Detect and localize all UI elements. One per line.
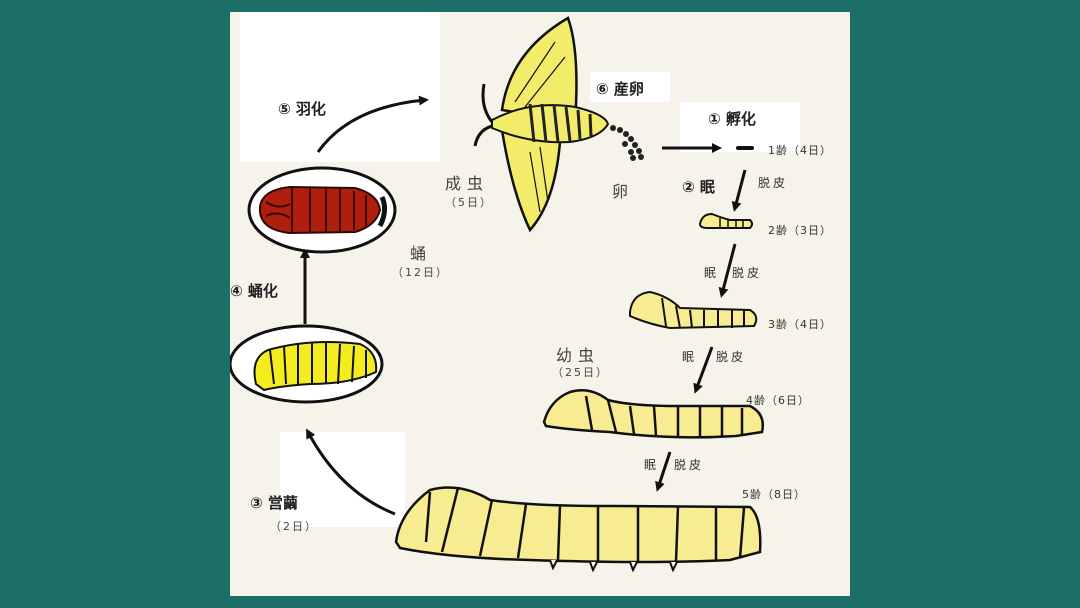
molt-3-sleep-label: 眠	[682, 350, 698, 364]
stage-larva-duration: （25日）	[552, 366, 609, 379]
instar-5-label: 5齢（8日）	[742, 488, 806, 501]
lifecycle-illustration	[230, 16, 764, 573]
instar-3-label: 3齢（4日）	[768, 318, 832, 331]
stage-egg-label: 卵	[612, 182, 635, 201]
cocooning-duration: （2日）	[270, 520, 318, 533]
label-background	[680, 102, 800, 152]
arrow-molt-1	[731, 169, 747, 212]
step-oviposition-label: ⑥ 産卵	[596, 80, 644, 98]
arrow-molt-3	[693, 346, 714, 394]
step-sleep-label: ② 眠	[682, 178, 715, 196]
step-pupation-label: ④ 蛹化	[230, 282, 278, 300]
instar-4-larva	[542, 389, 764, 439]
stage-pupa-label: 蛹	[410, 244, 433, 263]
step-hatching-label: ① 孵化	[708, 110, 756, 128]
adult-moth	[473, 16, 610, 233]
molt-1-label: 脱皮	[758, 176, 789, 190]
pupa-cocoon	[247, 166, 397, 254]
molt-2-label: 脱皮	[732, 266, 763, 280]
instar-4-label: 4齢（6日）	[746, 394, 810, 407]
silkworm-lifecycle-diagram: ⑤ 羽化 ⑥ 産卵 ① 孵化 ② 眠 ④ 蛹化 ③ 営繭 成虫 （5日） 卵 蛹…	[230, 12, 850, 596]
stage-adult-label: 成虫	[445, 174, 490, 193]
instar-3-larva	[629, 290, 758, 330]
arrow-molt-2	[718, 243, 737, 298]
instar-2-label: 2齢（3日）	[768, 224, 832, 237]
eggs	[610, 125, 644, 161]
step-cocooning-label: ③ 営繭	[250, 494, 298, 512]
stage-pupa-duration: （12日）	[392, 266, 449, 279]
label-background	[240, 12, 440, 162]
instar-5-larva	[394, 486, 762, 573]
arrow-emergence	[316, 95, 429, 153]
step-emergence-label: ⑤ 羽化	[278, 100, 326, 118]
stage-adult-duration: （5日）	[445, 196, 493, 209]
larva-cocoon	[230, 324, 384, 404]
molt-3-label: 脱皮	[716, 350, 747, 364]
label-background	[590, 72, 670, 102]
stage-larva-label: 幼虫	[556, 346, 601, 365]
instar-2-larva	[698, 212, 753, 229]
arrow-cocooning	[306, 428, 396, 516]
molt-2-sleep-label: 眠	[704, 266, 720, 280]
arrow-molt-4	[655, 451, 672, 492]
molt-4-sleep-label: 眠	[644, 458, 660, 472]
molt-4-label: 脱皮	[674, 458, 705, 472]
instar-1-label: 1齢（4日）	[768, 144, 832, 157]
